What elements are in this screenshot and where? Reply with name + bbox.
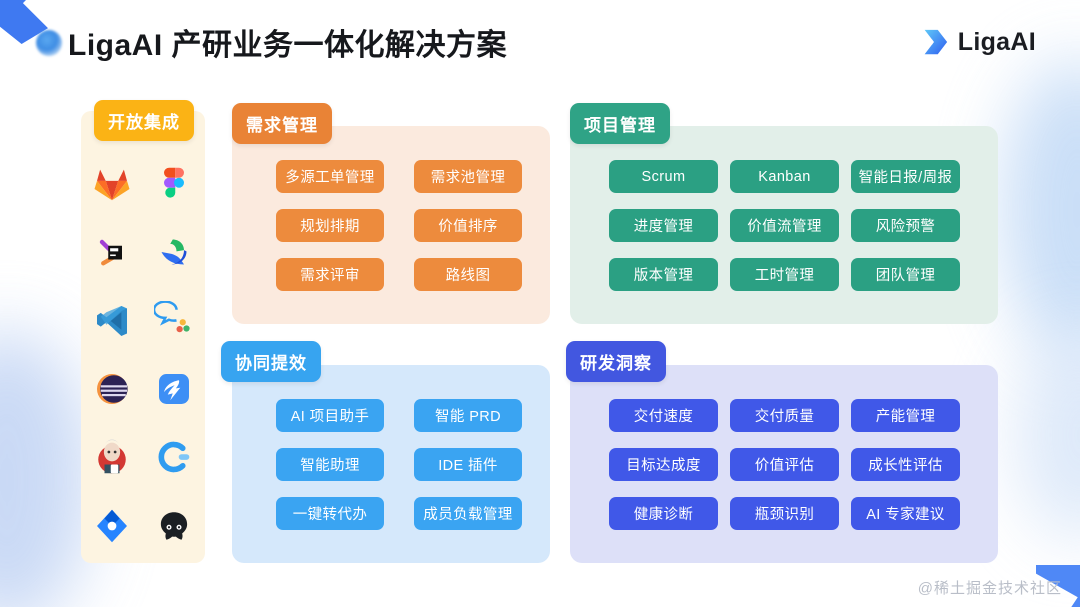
watermark: @稀土掘金技术社区 bbox=[917, 580, 1062, 597]
dingtalk-icon[interactable] bbox=[154, 369, 194, 409]
chip-grid-project: Scrum Kanban 智能日报/周报 进度管理 价值流管理 风险预警 版本管… bbox=[609, 160, 960, 291]
chip-item[interactable]: 瓶颈识别 bbox=[730, 497, 839, 530]
chip-item[interactable]: AI 专家建议 bbox=[851, 497, 960, 530]
chip-item[interactable]: 多源工单管理 bbox=[276, 160, 384, 193]
chip-item[interactable]: 规划排期 bbox=[276, 209, 384, 242]
chip-item[interactable]: 价值评估 bbox=[730, 448, 839, 481]
section-badge-collaboration: 协同提效 bbox=[221, 341, 321, 382]
chip-item[interactable]: 成员负载管理 bbox=[414, 497, 522, 530]
chip-item[interactable]: 成长性评估 bbox=[851, 448, 960, 481]
section-badge-insight: 研发洞察 bbox=[566, 341, 666, 382]
page-title: LigaAI 产研业务一体化解决方案 bbox=[68, 29, 508, 62]
liga-arrow-logo-icon bbox=[919, 27, 949, 57]
chip-item[interactable]: Scrum bbox=[609, 160, 718, 193]
background-blob-left bbox=[0, 330, 92, 607]
chip-item[interactable]: 一键转代办 bbox=[276, 497, 384, 530]
chip-item[interactable]: 健康诊断 bbox=[609, 497, 718, 530]
chip-item[interactable]: 智能助理 bbox=[276, 448, 384, 481]
chip-item[interactable]: 目标达成度 bbox=[609, 448, 718, 481]
chip-item[interactable]: IDE 插件 bbox=[414, 448, 522, 481]
chip-item[interactable]: 需求池管理 bbox=[414, 160, 522, 193]
chip-item[interactable]: 版本管理 bbox=[609, 258, 718, 291]
vscode-icon[interactable] bbox=[92, 301, 132, 341]
chip-item[interactable]: AI 项目助手 bbox=[276, 399, 384, 432]
chip-item[interactable]: 工时管理 bbox=[730, 258, 839, 291]
chip-item[interactable]: 智能日报/周报 bbox=[851, 160, 960, 193]
brand-name: LigaAI bbox=[957, 27, 1036, 56]
chip-item[interactable]: 需求评审 bbox=[276, 258, 384, 291]
chip-grid-insight: 交付速度 交付质量 产能管理 目标达成度 价值评估 成长性评估 健康诊断 瓶颈识… bbox=[609, 399, 960, 530]
integrations-logo-grid bbox=[81, 150, 205, 560]
section-badge-demand: 需求管理 bbox=[232, 103, 332, 144]
github-icon[interactable] bbox=[154, 506, 194, 546]
wecom-icon[interactable] bbox=[154, 300, 194, 341]
background-blob-right-bottom bbox=[1016, 330, 1080, 540]
slide-header: LigaAI 产研业务一体化解决方案 LigaAI bbox=[0, 0, 1080, 86]
chip-item[interactable]: 产能管理 bbox=[851, 399, 960, 432]
figma-icon[interactable] bbox=[154, 164, 194, 204]
chip-item[interactable]: 团队管理 bbox=[851, 258, 960, 291]
background-blob-right-top bbox=[1002, 60, 1080, 360]
chip-item[interactable]: 交付质量 bbox=[730, 399, 839, 432]
jira-icon[interactable] bbox=[92, 506, 132, 546]
chip-item[interactable]: 智能 PRD bbox=[414, 399, 522, 432]
chip-item[interactable]: Kanban bbox=[730, 160, 839, 193]
blue-dot-icon bbox=[36, 30, 62, 56]
chip-item[interactable]: 风险预警 bbox=[851, 209, 960, 242]
brand-logo: LigaAI bbox=[919, 27, 1036, 57]
gitlab-icon[interactable] bbox=[92, 164, 132, 204]
coding-icon[interactable] bbox=[154, 437, 194, 477]
chip-item[interactable]: 价值排序 bbox=[414, 209, 522, 242]
eclipse-icon[interactable] bbox=[92, 369, 132, 409]
chip-item[interactable]: 进度管理 bbox=[609, 209, 718, 242]
yuque-icon[interactable] bbox=[154, 232, 194, 272]
jenkins-icon[interactable] bbox=[92, 437, 132, 477]
chip-grid-demand: 多源工单管理 需求池管理 规划排期 价值排序 需求评审 路线图 bbox=[276, 160, 522, 291]
chip-grid-collaboration: AI 项目助手 智能 PRD 智能助理 IDE 插件 一键转代办 成员负载管理 bbox=[276, 399, 522, 530]
integrations-badge: 开放集成 bbox=[94, 100, 194, 141]
chip-item[interactable]: 交付速度 bbox=[609, 399, 718, 432]
section-badge-project: 项目管理 bbox=[570, 103, 670, 144]
chip-item[interactable]: 路线图 bbox=[414, 258, 522, 291]
chip-item[interactable]: 价值流管理 bbox=[730, 209, 839, 242]
jetbrains-icon[interactable] bbox=[92, 232, 132, 272]
